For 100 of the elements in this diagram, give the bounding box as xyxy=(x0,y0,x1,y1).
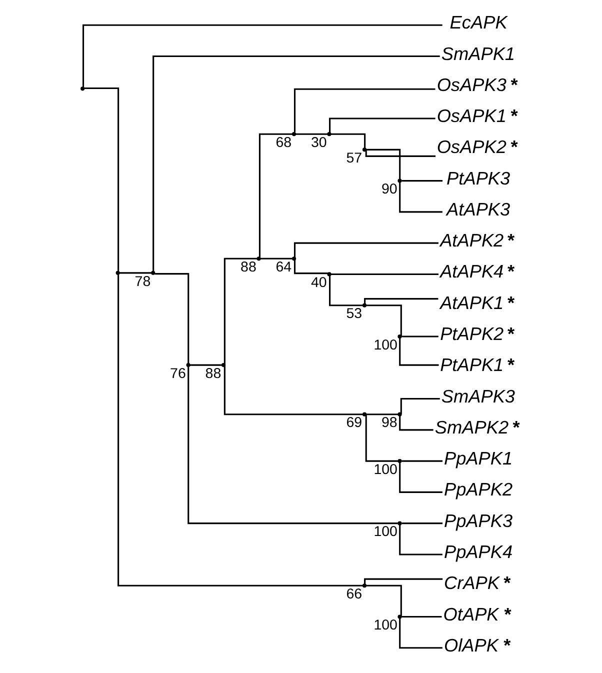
node-text: AtAPK1 xyxy=(440,292,504,313)
connector xyxy=(328,276,363,306)
node-text: PtAPK3 xyxy=(446,168,510,188)
node-label: 78 xyxy=(134,274,150,290)
node-text: EcAPK xyxy=(449,12,507,33)
connector xyxy=(401,522,442,524)
node-point xyxy=(291,256,296,261)
node-point xyxy=(186,363,190,368)
node-label: * xyxy=(510,137,518,158)
node-text: SmAPK2 xyxy=(434,417,508,438)
node-label: * xyxy=(507,230,514,251)
node-label: 64 xyxy=(275,259,292,276)
node-text: AtAPK3 xyxy=(446,199,510,220)
node-label: 53 xyxy=(346,306,362,322)
node-label: * xyxy=(503,573,510,594)
connector xyxy=(187,366,398,524)
node-text: OsAPK3 xyxy=(436,74,506,95)
node-point xyxy=(326,272,331,276)
connector xyxy=(398,182,442,213)
node-label: 57 xyxy=(346,150,362,166)
node-label: * xyxy=(503,635,510,656)
connector xyxy=(330,273,438,275)
node-point xyxy=(397,521,402,526)
node-label: 88 xyxy=(204,366,221,382)
connector xyxy=(117,274,362,586)
connector xyxy=(401,616,442,618)
connector xyxy=(330,133,366,148)
node-label: 66 xyxy=(346,586,362,602)
node-point xyxy=(150,270,155,275)
node-point xyxy=(80,86,84,91)
connector xyxy=(398,618,442,649)
node-point xyxy=(291,132,296,136)
node-text: OsAPK1 xyxy=(436,106,506,126)
node-text: OsAPK2 xyxy=(436,137,506,158)
connector xyxy=(84,87,119,272)
connector xyxy=(366,304,402,336)
node-label: 100 xyxy=(373,524,398,540)
node-label: 40 xyxy=(310,275,326,292)
connector xyxy=(366,414,398,416)
node-text: PpAPK2 xyxy=(443,480,512,500)
node-text: SmAPK3 xyxy=(440,386,515,406)
connector xyxy=(401,460,442,462)
node-text: OlAPK xyxy=(443,635,498,656)
node-text: PtAPK2 xyxy=(440,324,504,344)
node-point xyxy=(362,584,366,588)
node-text: SmAPK1 xyxy=(440,44,515,64)
connector xyxy=(398,525,442,556)
node-label: * xyxy=(507,292,514,313)
node-point xyxy=(397,614,402,619)
node-label: * xyxy=(507,324,514,344)
connector xyxy=(260,258,292,260)
node-text: PpAPK3 xyxy=(443,510,512,531)
node-point xyxy=(362,303,366,308)
connector xyxy=(293,260,328,274)
connector xyxy=(328,118,435,133)
node-label: 30 xyxy=(310,134,326,151)
node-text: OtAPK xyxy=(442,604,498,624)
node-text: PtAPK1 xyxy=(440,355,504,376)
node-label: * xyxy=(507,262,514,282)
connector xyxy=(152,55,440,272)
node-label: 100 xyxy=(373,337,398,354)
node-label: 100 xyxy=(373,462,398,478)
connector xyxy=(364,150,436,157)
connector xyxy=(364,578,442,584)
connector xyxy=(398,462,442,493)
node-label: * xyxy=(510,106,518,126)
connector xyxy=(258,133,292,258)
node-point xyxy=(397,412,402,416)
node-point xyxy=(397,178,402,183)
connector xyxy=(118,272,152,274)
node-point xyxy=(326,132,331,136)
connector xyxy=(223,366,362,416)
node-point xyxy=(362,148,366,152)
node-text: PpAPK4 xyxy=(443,542,512,562)
connector xyxy=(295,133,328,135)
node-text: PpAPK1 xyxy=(443,448,512,469)
connector xyxy=(82,24,442,88)
connector xyxy=(223,258,257,364)
connector xyxy=(401,180,442,182)
node-label: 69 xyxy=(346,415,362,432)
node-point xyxy=(221,363,226,368)
node-text: AtAPK2 xyxy=(440,230,504,251)
node-label: 90 xyxy=(380,182,397,198)
node-point xyxy=(362,412,366,416)
node-label: * xyxy=(504,604,511,624)
node-label: 68 xyxy=(275,134,292,151)
connector xyxy=(398,416,433,431)
connector xyxy=(364,414,398,462)
connector xyxy=(364,298,438,304)
node-point xyxy=(397,459,402,464)
connector xyxy=(366,584,402,617)
node-label: * xyxy=(507,355,514,376)
node-point xyxy=(256,256,260,261)
node-point xyxy=(397,334,402,339)
connector xyxy=(400,398,440,414)
connector xyxy=(401,336,438,338)
node-text: CrAPK xyxy=(443,573,499,594)
node-label: 98 xyxy=(380,415,397,432)
connector xyxy=(366,148,400,180)
connector xyxy=(398,338,438,366)
